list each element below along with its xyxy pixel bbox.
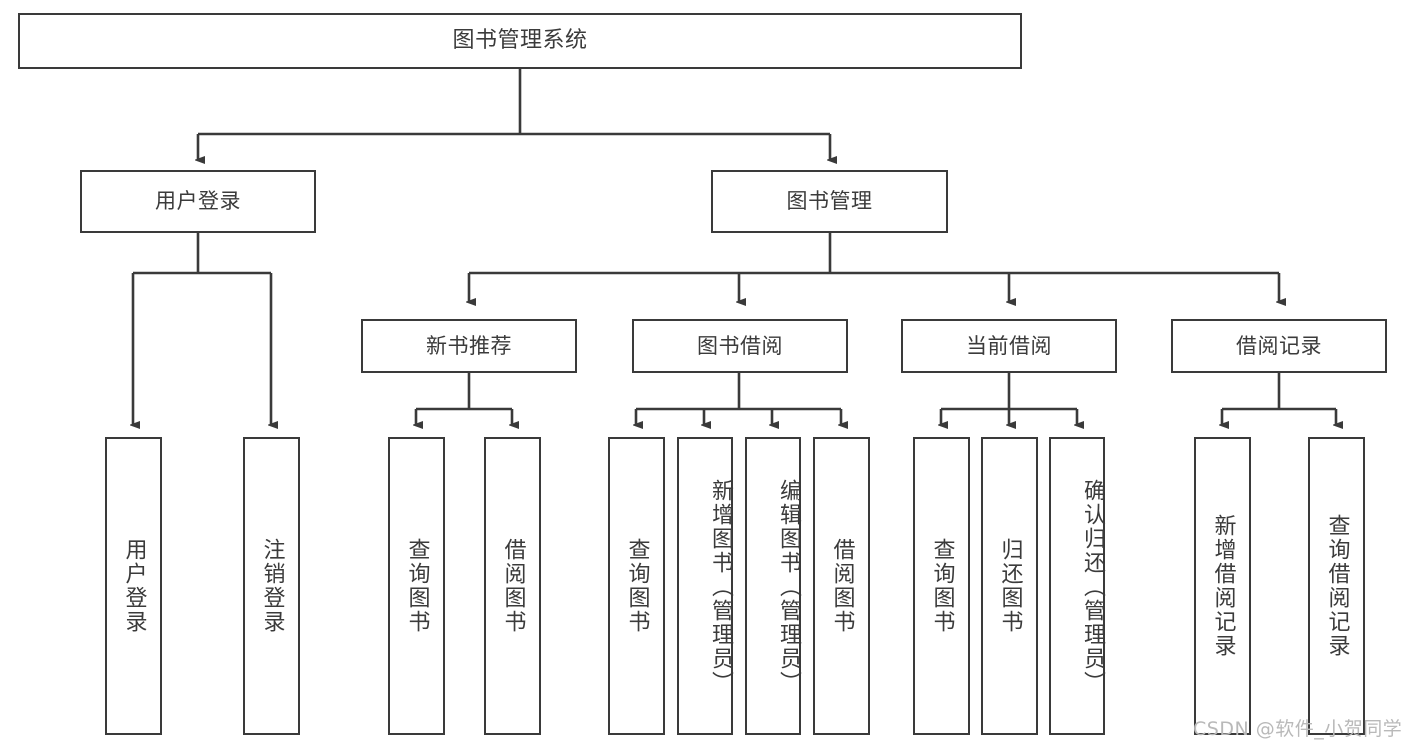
node-label: 新增图书（管理员）	[708, 479, 733, 695]
leaf-return-book[interactable]: 归还图书	[981, 437, 1038, 735]
leaf-add-book-admin[interactable]: 新增图书（管理员）	[677, 437, 733, 735]
node-label: 借阅图书	[829, 538, 855, 634]
node-label: 借阅记录	[1236, 333, 1322, 358]
node-label: 新增借阅记录	[1210, 514, 1236, 658]
node-label: 新书推荐	[426, 333, 512, 358]
leaf-query-book-current[interactable]: 查询图书	[913, 437, 970, 735]
leaf-query-book-recommend[interactable]: 查询图书	[388, 437, 445, 735]
node-label: 归还图书	[997, 538, 1023, 634]
leaf-add-borrow-record[interactable]: 新增借阅记录	[1194, 437, 1251, 735]
csdn-watermark: CSDN @软件_小贺同学	[1193, 714, 1402, 741]
leaf-borrow-book[interactable]: 借阅图书	[813, 437, 870, 735]
leaf-user-login[interactable]: 用户登录	[105, 437, 162, 735]
node-label: 查询借阅记录	[1324, 514, 1350, 658]
node-book-management[interactable]: 图书管理	[711, 170, 948, 233]
node-label: 查询图书	[624, 538, 650, 634]
node-label: 当前借阅	[966, 333, 1052, 358]
node-label: 确认归还（管理员）	[1080, 479, 1105, 695]
node-label: 查询图书	[404, 538, 430, 634]
node-label: 用户登录	[121, 538, 147, 634]
node-label: 查询图书	[929, 538, 955, 634]
node-user-login[interactable]: 用户登录	[80, 170, 316, 233]
node-new-book-recommend[interactable]: 新书推荐	[361, 319, 577, 373]
leaf-query-book-borrow[interactable]: 查询图书	[608, 437, 665, 735]
node-root-book-management-system[interactable]: 图书管理系统	[18, 13, 1022, 69]
node-book-borrow[interactable]: 图书借阅	[632, 319, 848, 373]
node-label: 用户登录	[155, 189, 241, 213]
watermark-text: CSDN @软件_小贺同学	[1193, 718, 1403, 740]
node-label: 图书管理系统	[452, 28, 588, 53]
node-current-borrow[interactable]: 当前借阅	[901, 319, 1117, 373]
node-label: 借阅图书	[500, 538, 526, 634]
leaf-edit-book-admin[interactable]: 编辑图书（管理员）	[745, 437, 801, 735]
leaf-logout[interactable]: 注销登录	[243, 437, 300, 735]
leaf-query-borrow-record[interactable]: 查询借阅记录	[1308, 437, 1365, 735]
node-label: 图书管理	[786, 189, 873, 213]
node-label: 注销登录	[259, 538, 285, 634]
node-label: 编辑图书（管理员）	[776, 479, 801, 695]
leaf-confirm-return-admin[interactable]: 确认归还（管理员）	[1049, 437, 1105, 735]
node-label: 图书借阅	[697, 333, 783, 358]
node-borrow-record[interactable]: 借阅记录	[1171, 319, 1387, 373]
leaf-borrow-book-recommend[interactable]: 借阅图书	[484, 437, 541, 735]
